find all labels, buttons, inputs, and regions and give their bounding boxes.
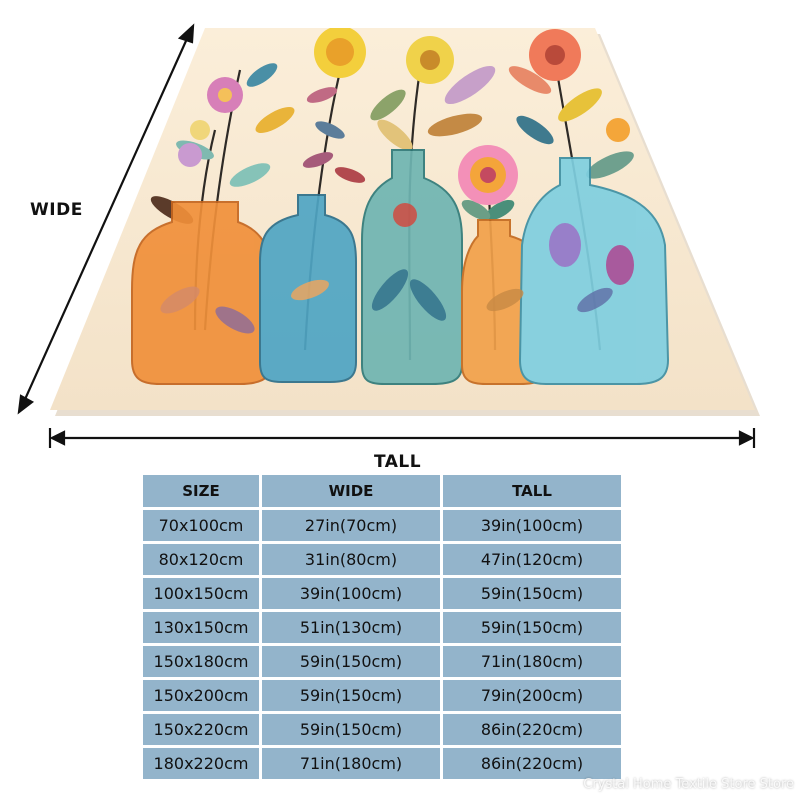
size-cell: 150x180cm	[143, 646, 262, 680]
size-cell: 150x220cm	[143, 714, 262, 748]
tall-cell: 86in(220cm)	[443, 714, 621, 748]
wide-cell: 39in(100cm)	[262, 578, 443, 612]
wide-cell: 59in(150cm)	[262, 714, 443, 748]
width-dimension-arrow	[17, 23, 195, 415]
tall-cell: 71in(180cm)	[443, 646, 621, 680]
vase-teal	[361, 149, 463, 385]
size-cell: 80x120cm	[143, 544, 262, 578]
tall-cell: 79in(200cm)	[443, 680, 621, 714]
header-tall: TALL	[443, 475, 621, 510]
wide-cell: 51in(130cm)	[262, 612, 443, 646]
wide-cell: 31in(80cm)	[262, 544, 443, 578]
size-cell: 70x100cm	[143, 510, 262, 544]
size-cell: 130x150cm	[143, 612, 262, 646]
size-cell: 100x150cm	[143, 578, 262, 612]
wide-cell: 59in(150cm)	[262, 646, 443, 680]
tall-cell: 47in(120cm)	[443, 544, 621, 578]
table-header-row: SIZE WIDE TALL	[143, 475, 621, 510]
tall-cell: 59in(150cm)	[443, 612, 621, 646]
size-cell: 180x220cm	[143, 748, 262, 782]
length-dimension-arrow	[48, 428, 756, 448]
header-wide: WIDE	[262, 475, 443, 510]
size-cell: 150x200cm	[143, 680, 262, 714]
wide-label: WIDE	[30, 200, 83, 220]
store-watermark: Crystal Home Textile Store Store	[583, 777, 794, 792]
wide-cell: 59in(150cm)	[262, 680, 443, 714]
vase-aqua	[518, 157, 670, 385]
wide-cell: 27in(70cm)	[262, 510, 443, 544]
wide-cell: 71in(180cm)	[262, 748, 443, 782]
tall-label: TALL	[374, 452, 422, 472]
tall-cell: 39in(100cm)	[443, 510, 621, 544]
tall-cell: 59in(150cm)	[443, 578, 621, 612]
tall-cell: 86in(220cm)	[443, 748, 621, 782]
artwork	[131, 28, 670, 385]
header-size: SIZE	[143, 475, 262, 510]
